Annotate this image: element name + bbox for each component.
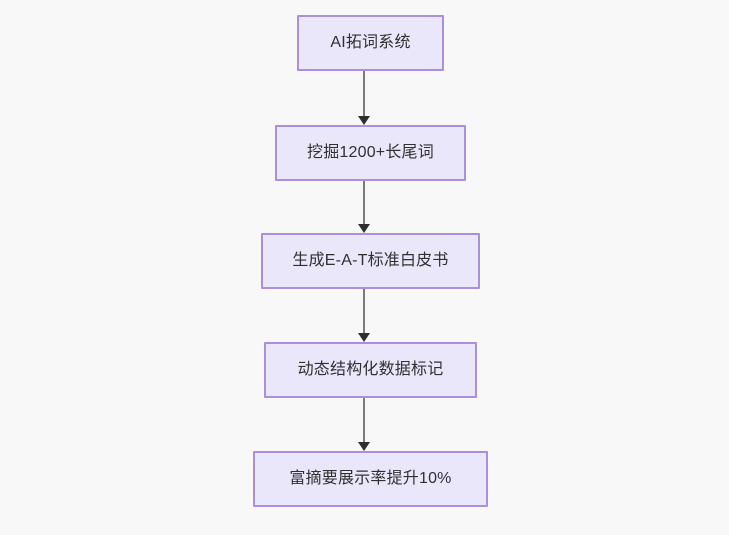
flow-connector-arrow — [358, 181, 370, 233]
arrowhead-icon — [358, 442, 370, 451]
arrowhead-icon — [358, 333, 370, 342]
arrowhead-icon — [358, 224, 370, 233]
flow-node-ai-keyword-system[interactable]: AI拓词系统 — [297, 15, 444, 71]
flow-node-label: 动态结构化数据标记 — [297, 361, 444, 378]
flow-node-label: 生成E-A-T标准白皮书 — [292, 252, 449, 269]
connector-line — [363, 398, 365, 443]
flow-node-structured-data-markup[interactable]: 动态结构化数据标记 — [264, 342, 477, 398]
flow-connector-arrow — [358, 398, 370, 451]
connector-line — [363, 289, 365, 334]
connector-line — [363, 71, 365, 117]
flow-node-eat-whitepaper[interactable]: 生成E-A-T标准白皮书 — [261, 233, 480, 289]
flow-node-label: 富摘要展示率提升10% — [289, 470, 452, 487]
arrowhead-icon — [358, 116, 370, 125]
flow-connector-arrow — [358, 289, 370, 342]
flow-node-longtail-keywords[interactable]: 挖掘1200+长尾词 — [275, 125, 466, 181]
flow-connector-arrow — [358, 71, 370, 125]
connector-line — [363, 181, 365, 225]
flow-node-rich-snippet-result[interactable]: 富摘要展示率提升10% — [253, 451, 488, 507]
flow-node-label: AI拓词系统 — [330, 34, 411, 51]
flow-node-label: 挖掘1200+长尾词 — [307, 144, 434, 161]
